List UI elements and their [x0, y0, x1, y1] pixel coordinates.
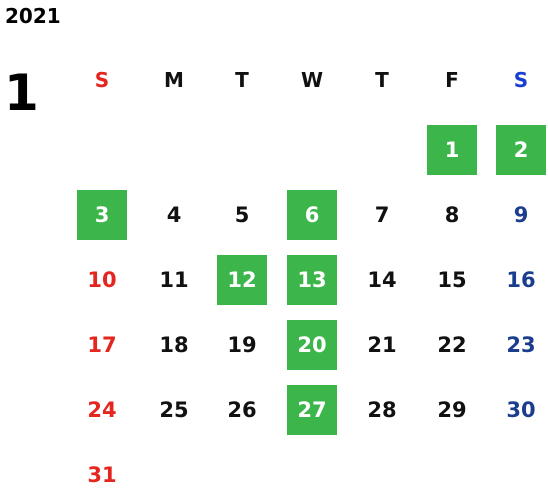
day-cell-4[interactable]: 4 [166, 203, 182, 227]
year-label: 2021 [5, 4, 61, 28]
weekday-header-tue: T [235, 68, 249, 92]
month-number: 1 [4, 64, 39, 122]
day-cell-10[interactable]: 10 [87, 268, 117, 292]
day-cell-17[interactable]: 17 [87, 333, 117, 357]
day-cell-19[interactable]: 19 [227, 333, 257, 357]
day-cell-23[interactable]: 23 [506, 333, 536, 357]
day-cell-11[interactable]: 11 [159, 268, 189, 292]
day-cell-12[interactable]: 12 [217, 255, 267, 305]
day-cell-7[interactable]: 7 [374, 203, 390, 227]
day-cell-16[interactable]: 16 [506, 268, 536, 292]
day-cell-18[interactable]: 18 [159, 333, 189, 357]
day-cell-3[interactable]: 3 [77, 190, 127, 240]
weekday-header-mon: M [164, 68, 184, 92]
day-cell-2[interactable]: 2 [496, 125, 546, 175]
day-cell-13[interactable]: 13 [287, 255, 337, 305]
day-cell-1[interactable]: 1 [427, 125, 477, 175]
day-cell-8[interactable]: 8 [444, 203, 460, 227]
day-cell-30[interactable]: 30 [506, 398, 536, 422]
weekday-header-wed: W [300, 68, 324, 92]
weekday-header-thu: T [375, 68, 389, 92]
day-cell-25[interactable]: 25 [159, 398, 189, 422]
weekday-header-sat: S [513, 68, 529, 92]
day-cell-26[interactable]: 26 [227, 398, 257, 422]
day-cell-31[interactable]: 31 [87, 463, 117, 487]
day-cell-21[interactable]: 21 [367, 333, 397, 357]
day-cell-27[interactable]: 27 [287, 385, 337, 435]
day-cell-6[interactable]: 6 [287, 190, 337, 240]
weekday-header-fri: F [445, 68, 459, 92]
day-cell-29[interactable]: 29 [437, 398, 467, 422]
day-cell-14[interactable]: 14 [367, 268, 397, 292]
weekday-header-sun: S [94, 68, 110, 92]
day-cell-5[interactable]: 5 [234, 203, 250, 227]
day-cell-28[interactable]: 28 [367, 398, 397, 422]
day-cell-20[interactable]: 20 [287, 320, 337, 370]
day-cell-9[interactable]: 9 [513, 203, 529, 227]
day-cell-15[interactable]: 15 [437, 268, 467, 292]
day-cell-22[interactable]: 22 [437, 333, 467, 357]
day-cell-24[interactable]: 24 [87, 398, 117, 422]
